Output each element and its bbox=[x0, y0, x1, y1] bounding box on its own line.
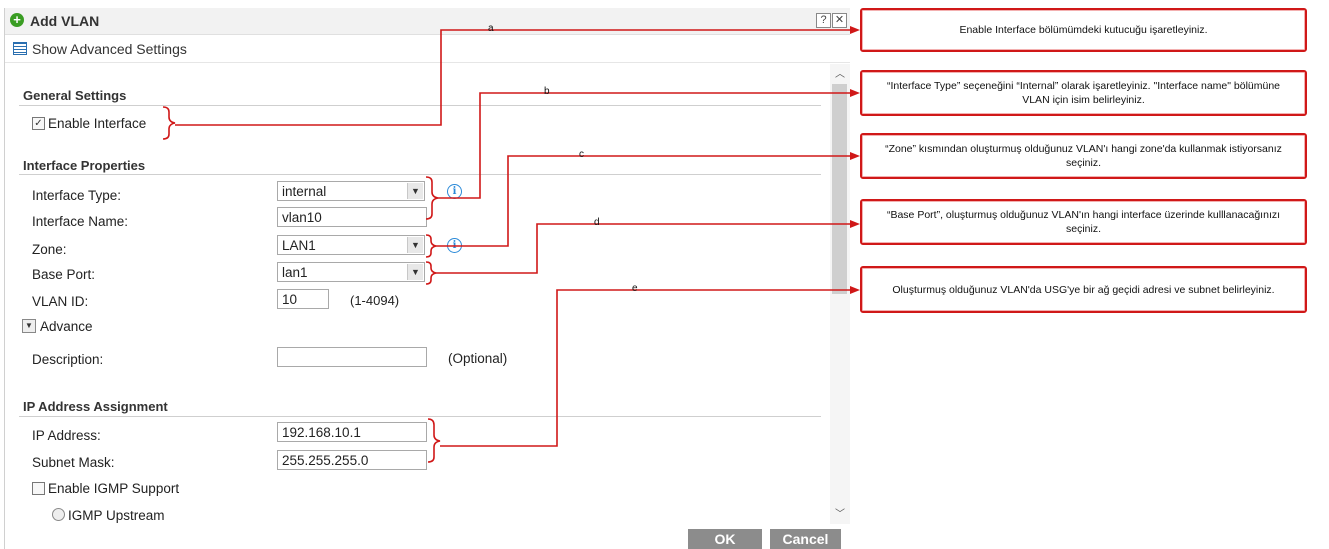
chevron-down-icon: ▼ bbox=[407, 264, 423, 280]
subnet-mask-label: Subnet Mask: bbox=[32, 455, 115, 470]
enable-interface-checkbox[interactable]: ✓ bbox=[32, 117, 45, 130]
divider bbox=[19, 416, 821, 417]
zone-label: Zone: bbox=[32, 242, 67, 257]
connector-d bbox=[436, 223, 852, 274]
interface-name-input[interactable]: vlan10 bbox=[277, 207, 427, 227]
advance-label[interactable]: Advance bbox=[40, 319, 93, 334]
connector-a bbox=[175, 29, 852, 126]
callout-e: Oluşturmuş olduğunuz VLAN'da USG'ye bir … bbox=[860, 266, 1307, 313]
zone-value: LAN1 bbox=[282, 238, 316, 253]
connector-c bbox=[436, 155, 852, 247]
ip-address-input[interactable]: 192.168.10.1 bbox=[277, 422, 427, 442]
annotation-letter-b: b bbox=[544, 86, 550, 97]
close-button[interactable]: ✕ bbox=[832, 13, 847, 28]
bracket-d bbox=[425, 261, 437, 285]
vertical-scrollbar[interactable]: ︿ ﹀ bbox=[830, 64, 850, 524]
annotation-letter-a: a bbox=[488, 23, 494, 34]
cancel-button[interactable]: Cancel bbox=[770, 529, 841, 549]
vlan-id-range-hint: (1-4094) bbox=[350, 293, 400, 308]
base-port-value: lan1 bbox=[282, 265, 308, 280]
interface-type-select[interactable]: internal ▼ bbox=[277, 181, 425, 201]
scroll-up-icon[interactable]: ︿ bbox=[835, 69, 845, 80]
interface-type-label: Interface Type: bbox=[32, 188, 122, 203]
igmp-upstream-label: IGMP Upstream bbox=[68, 508, 165, 523]
annotation-letter-d: d bbox=[594, 217, 600, 228]
connector-e bbox=[440, 289, 852, 447]
advance-toggle-icon[interactable]: ▼ bbox=[22, 319, 36, 333]
vlan-id-label: VLAN ID: bbox=[32, 294, 89, 309]
bracket-c bbox=[425, 234, 437, 258]
scroll-down-icon[interactable]: ﹀ bbox=[835, 509, 845, 520]
callout-c: “Zone” kısmından oluşturmuş olduğunuz VL… bbox=[860, 133, 1307, 179]
callout-a: Enable Interface bölümümdeki kutucuğu iş… bbox=[860, 8, 1307, 52]
add-vlan-dialog: + Add VLAN ? ✕ Show Advanced Settings ︿ … bbox=[4, 8, 850, 549]
table-icon bbox=[13, 42, 27, 55]
callout-d: “Base Port”, oluşturmuş olduğunuz VLAN'ı… bbox=[860, 199, 1307, 245]
dialog-title: Add VLAN bbox=[30, 13, 100, 29]
add-plus-icon: + bbox=[10, 13, 24, 27]
ip-address-label: IP Address: bbox=[32, 428, 101, 443]
callout-b: “Interface Type” seçeneğini “Internal” o… bbox=[860, 70, 1307, 116]
ip-assignment-heading: IP Address Assignment bbox=[23, 399, 168, 414]
bracket-a bbox=[162, 106, 176, 140]
description-input[interactable] bbox=[277, 347, 427, 367]
general-settings-heading: General Settings bbox=[23, 88, 127, 103]
divider bbox=[19, 105, 821, 106]
description-optional-hint: (Optional) bbox=[448, 351, 508, 366]
enable-igmp-label: Enable IGMP Support bbox=[48, 481, 180, 496]
annotation-letter-c: c bbox=[579, 149, 584, 160]
base-port-select[interactable]: lan1 ▼ bbox=[277, 262, 425, 282]
vlan-id-input[interactable]: 10 bbox=[277, 289, 329, 309]
divider bbox=[19, 174, 821, 175]
enable-interface-label: Enable Interface bbox=[48, 116, 147, 131]
ok-button[interactable]: OK bbox=[688, 529, 762, 549]
interface-name-label: Interface Name: bbox=[32, 214, 129, 229]
igmp-upstream-radio[interactable] bbox=[52, 508, 65, 521]
interface-type-value: internal bbox=[282, 184, 327, 199]
scroll-thumb[interactable] bbox=[832, 84, 847, 294]
base-port-label: Base Port: bbox=[32, 267, 96, 282]
enable-igmp-checkbox[interactable] bbox=[32, 482, 45, 495]
annotation-letter-e: e bbox=[632, 283, 638, 294]
interface-properties-heading: Interface Properties bbox=[23, 158, 146, 173]
connector-b bbox=[438, 92, 852, 199]
bracket-b bbox=[425, 176, 439, 220]
zone-select[interactable]: LAN1 ▼ bbox=[277, 235, 425, 255]
description-label: Description: bbox=[32, 352, 104, 367]
show-advanced-bar[interactable]: Show Advanced Settings bbox=[5, 36, 850, 63]
chevron-down-icon: ▼ bbox=[407, 183, 423, 199]
show-advanced-link[interactable]: Show Advanced Settings bbox=[32, 41, 187, 57]
chevron-down-icon: ▼ bbox=[407, 237, 423, 253]
subnet-mask-input[interactable]: 255.255.255.0 bbox=[277, 450, 427, 470]
help-button[interactable]: ? bbox=[816, 13, 831, 28]
bracket-e bbox=[427, 418, 441, 463]
